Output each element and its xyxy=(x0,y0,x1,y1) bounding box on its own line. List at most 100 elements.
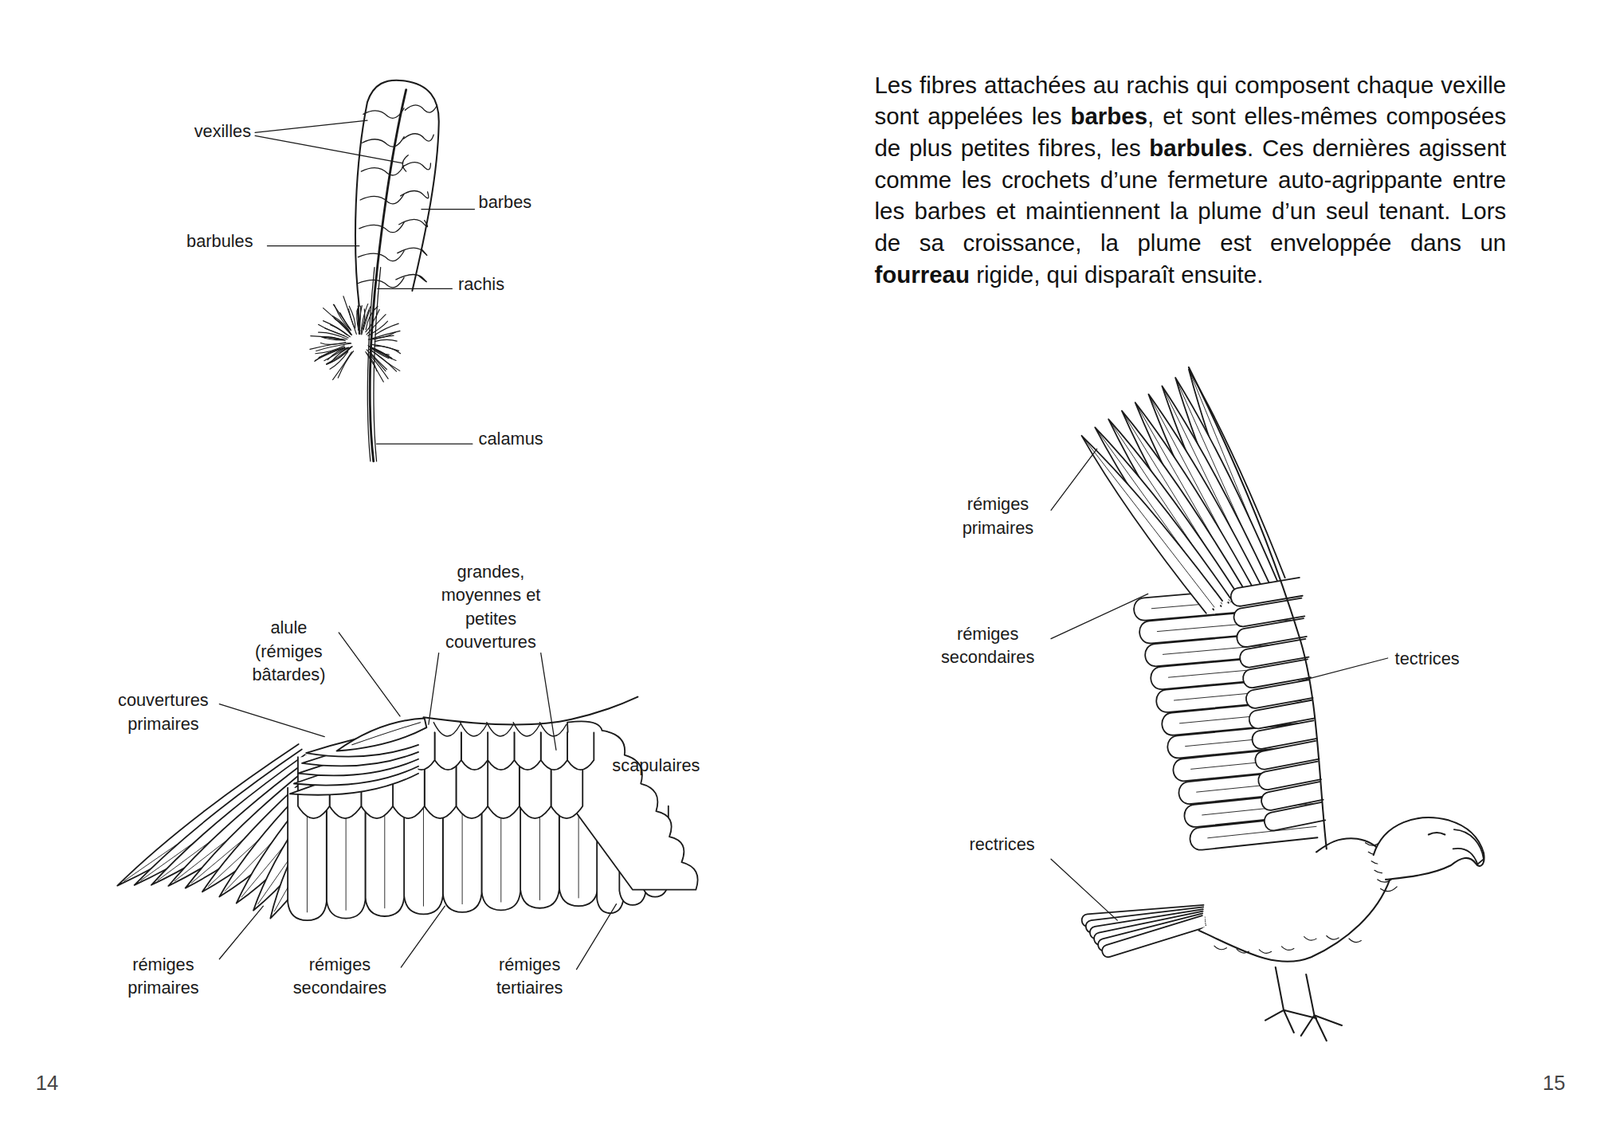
part-label: grandes, moyennes et petites couvertures xyxy=(433,560,548,655)
bold-term: barbules xyxy=(1149,134,1248,161)
rachis xyxy=(369,90,406,462)
lesser-covert xyxy=(460,722,487,737)
part-label: scapulaires xyxy=(611,753,735,777)
calamus xyxy=(367,267,381,462)
down-barb xyxy=(327,346,352,365)
wing-leading-edge xyxy=(1188,367,1327,849)
down-barb xyxy=(340,313,351,330)
down-barb xyxy=(360,303,369,334)
alula xyxy=(337,718,428,752)
down-barb xyxy=(375,323,399,335)
bird-primary xyxy=(1081,435,1223,614)
paragraph-text: rigide, qui disparaît ensuite. xyxy=(976,261,1263,288)
leader-line xyxy=(1050,593,1149,639)
secondary-shaft xyxy=(462,806,463,905)
leader-line xyxy=(267,245,360,247)
vane-stripe xyxy=(403,133,434,142)
bird-head xyxy=(1373,817,1485,880)
part-label: rémiges secondaires xyxy=(286,952,393,1000)
part-label: rémiges primaires xyxy=(109,952,216,1000)
down-barb xyxy=(326,347,351,365)
median-covert xyxy=(487,732,514,770)
part-label: barbes xyxy=(478,190,581,214)
page-number: 14 xyxy=(35,1071,98,1095)
leader-line xyxy=(338,632,400,717)
down-barb xyxy=(359,304,363,335)
body-feather-mark xyxy=(1304,937,1317,942)
leader-line xyxy=(377,288,452,290)
down-barb xyxy=(323,308,352,335)
down-barb xyxy=(374,339,397,342)
secondary-shaft xyxy=(345,806,347,911)
vane-stripe xyxy=(402,162,432,170)
body-feather-mark xyxy=(1281,946,1294,951)
vane-stripe xyxy=(399,219,428,227)
bird-body xyxy=(1199,838,1392,962)
bird-primary xyxy=(1094,427,1231,610)
body-paragraph: Les fibres attachées au rachis qui compo… xyxy=(874,69,1506,291)
leader-line xyxy=(428,653,440,726)
median-covert xyxy=(513,732,541,770)
secondary-shaft xyxy=(500,806,502,902)
part-label: tectrices xyxy=(1395,647,1518,671)
part-label: couvertures primaires xyxy=(109,688,218,736)
body-feather-mark xyxy=(1214,945,1227,950)
leader-line xyxy=(1050,448,1098,510)
vane-stripe xyxy=(397,247,428,255)
median-covert xyxy=(461,732,488,770)
median-covert xyxy=(435,732,462,770)
leader-line xyxy=(541,653,557,751)
part-label: vexilles xyxy=(149,119,251,143)
leader-line xyxy=(376,443,473,444)
feather-vane xyxy=(355,80,440,307)
body-feather-mark xyxy=(1236,949,1249,953)
down-barb xyxy=(310,336,346,341)
page-number: 15 xyxy=(1504,1071,1566,1095)
vane-stripe xyxy=(396,274,427,282)
bird-leg xyxy=(1301,974,1342,1041)
bird-primary xyxy=(1108,419,1239,607)
leader-line xyxy=(400,905,445,968)
beak xyxy=(1453,829,1484,865)
secondary-shaft xyxy=(306,806,308,913)
scapulars xyxy=(567,721,699,890)
vane-stripe xyxy=(400,190,429,198)
part-label: alule (rémiges bâtardes) xyxy=(242,615,337,687)
part-label: calamus xyxy=(478,427,581,451)
leader-line xyxy=(1050,858,1118,921)
down-barb xyxy=(369,354,389,379)
down-barb xyxy=(372,330,400,338)
down-barb xyxy=(374,345,401,354)
lesser-covert xyxy=(433,722,460,737)
part-label: rachis xyxy=(458,272,561,296)
bold-term: fourreau xyxy=(874,261,969,288)
vane-stripe xyxy=(357,250,404,262)
part-label: rémiges primaires xyxy=(945,493,1051,541)
bold-term: barbes xyxy=(1070,102,1148,130)
part-label: rémiges secondaires xyxy=(934,622,1041,670)
vane-stripe xyxy=(360,193,404,204)
bird-secondary-shaft xyxy=(1207,826,1317,838)
body-feather-mark xyxy=(1349,938,1361,943)
part-label: rectrices xyxy=(941,832,1064,856)
down-barb xyxy=(318,347,346,358)
down-barb xyxy=(356,310,359,330)
leader-line xyxy=(1298,658,1389,682)
vane-stripe xyxy=(363,108,404,119)
vane-stripe xyxy=(360,164,404,176)
body-feather-mark xyxy=(1258,949,1271,954)
vane-stripe xyxy=(404,105,437,113)
leader-line xyxy=(254,135,404,164)
neck-ruff xyxy=(1380,886,1397,892)
bird-covert xyxy=(1264,802,1326,832)
leader-line xyxy=(219,905,263,960)
median-covert xyxy=(567,732,594,770)
leader-line xyxy=(254,120,368,133)
leader-line xyxy=(421,208,475,210)
down-barb xyxy=(323,321,351,338)
down-barb xyxy=(329,351,349,369)
leader-line xyxy=(219,704,325,738)
down-barb xyxy=(330,325,348,336)
body-feather-mark xyxy=(1326,936,1339,941)
